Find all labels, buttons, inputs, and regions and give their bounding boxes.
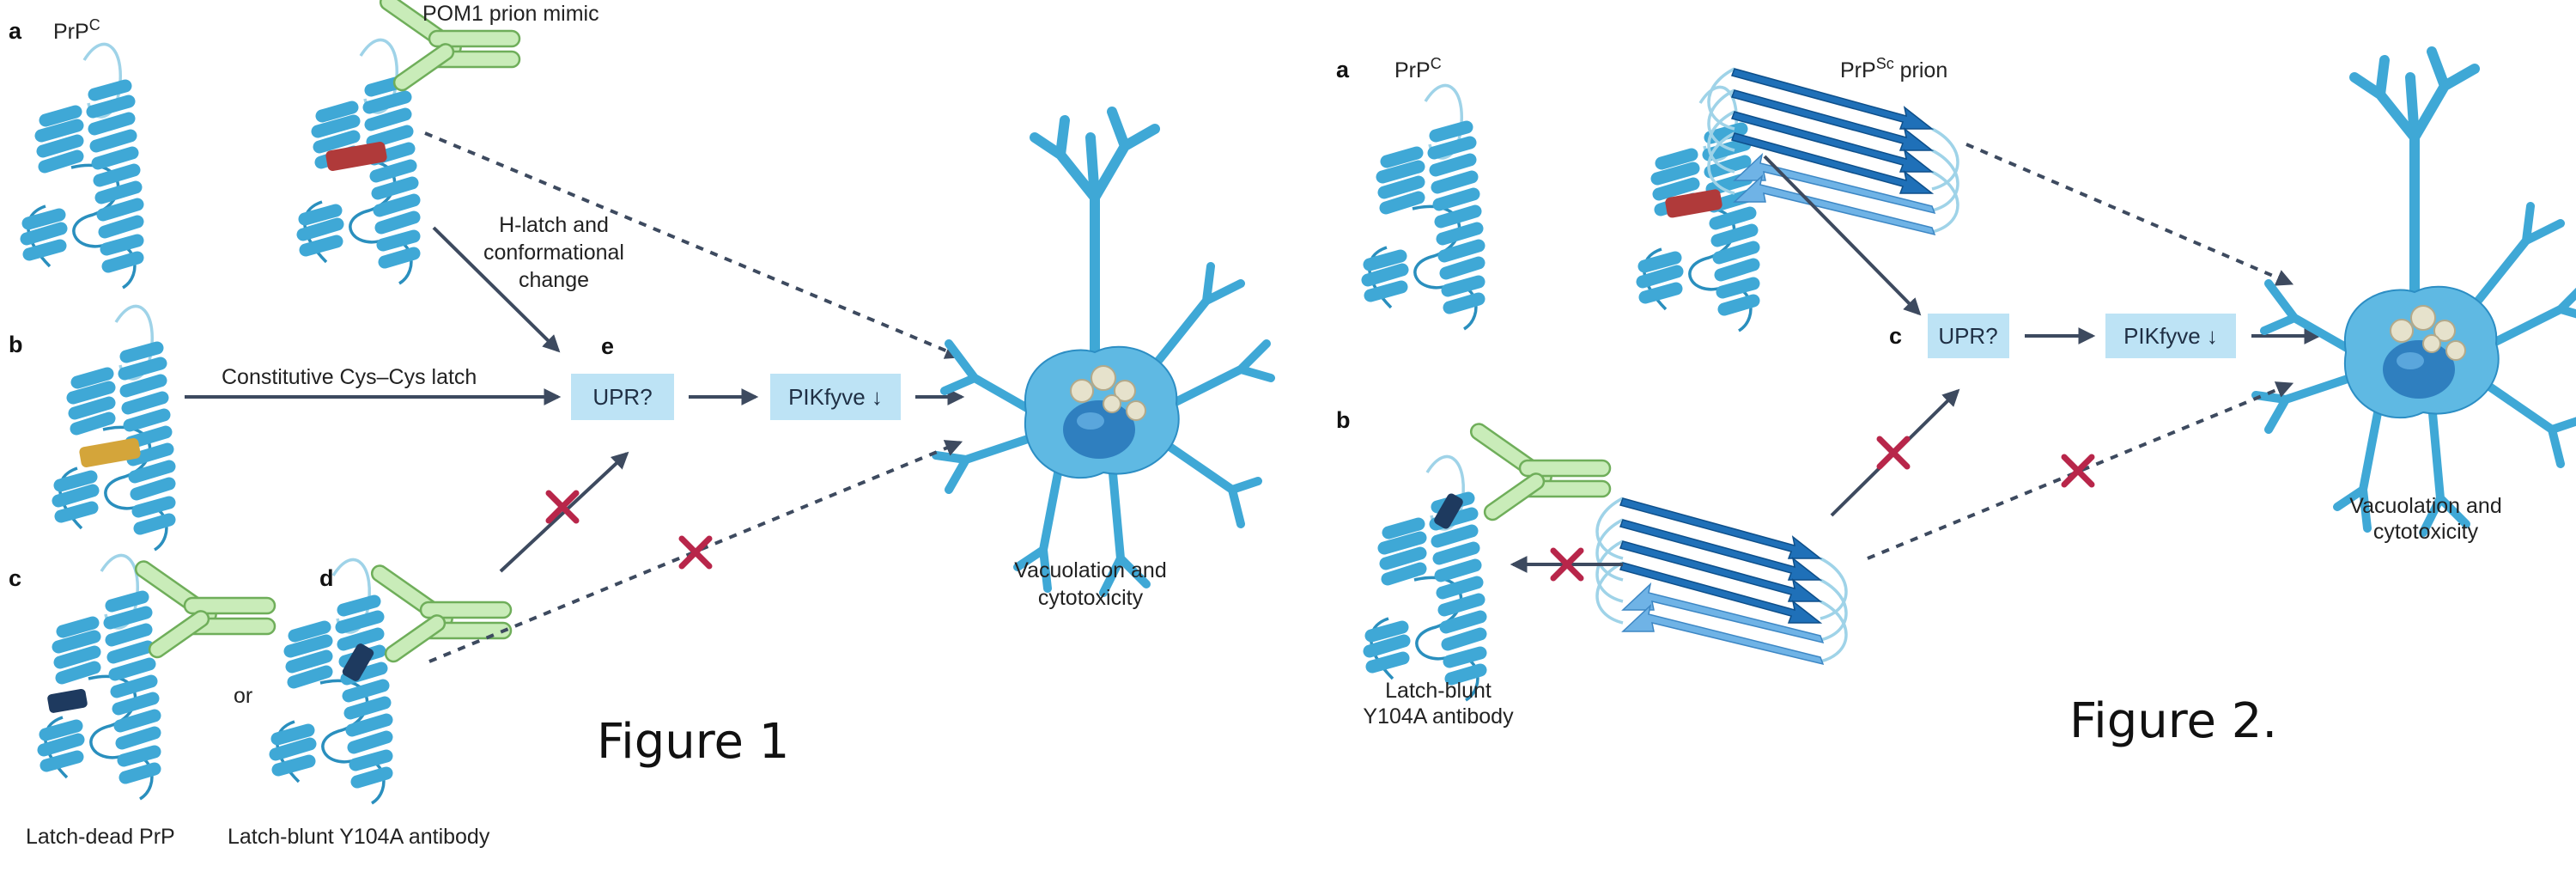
fig1-panel-a-label: a xyxy=(9,18,22,44)
fig1-panel-c-label: c xyxy=(9,565,21,591)
fig1-latch-dead-label: Latch-dead PrP xyxy=(26,825,175,849)
fig2-prpsc-to-upr-arrow xyxy=(1763,155,1922,316)
fig2-pikfyve-label: PIKfyve ↓ xyxy=(2123,323,2218,349)
fig1-cys-latch-structure xyxy=(58,306,169,550)
fig2-outcome-label-1: Vacuolation and xyxy=(2349,494,2501,518)
fig1-pom1-structure xyxy=(303,40,414,283)
fig2-latch-blunt-structure xyxy=(1370,456,1480,700)
fig1-panel-d-label: d xyxy=(319,565,334,591)
fig2-antibody-label-2: Y104A antibody xyxy=(1363,704,1514,729)
fig1-outcome-label-2: cytotoxicity xyxy=(1038,586,1144,610)
fig1-latch-blunt-label: Latch-blunt Y104A antibody xyxy=(228,825,490,849)
fig1-latch-blunt-antibody xyxy=(368,561,513,666)
fig2-upr-label: UPR? xyxy=(1938,323,1997,349)
fig1-prpc-structure xyxy=(27,44,137,288)
fig1-latch-dead-structure xyxy=(44,555,155,799)
fig1-upr-box xyxy=(571,374,674,420)
fig2-block-cross-2 xyxy=(1876,436,1911,470)
fig1-hlatch-label-2: conformational xyxy=(483,241,624,265)
fig2-prpsc-fibril-2 xyxy=(1595,497,1848,666)
fig1-pikfyve-box xyxy=(770,374,901,420)
fig2-panel-b-label: b xyxy=(1336,407,1351,433)
fig1-block-cross-2 xyxy=(678,535,713,570)
fig1-pom1-label: POM1 prion mimic xyxy=(422,2,599,26)
fig2-prpsc-label: PrPSc prion xyxy=(1840,55,1947,82)
fig1-panel-b-label: b xyxy=(9,332,23,357)
fig1-cys-latch-label: Constitutive Cys–Cys latch xyxy=(222,365,477,389)
fig1-upr-label: UPR? xyxy=(592,384,652,410)
fig2-block-cross-3 xyxy=(2061,454,2095,488)
fig2-upr-box xyxy=(1928,314,2009,358)
fig1-title: Figure 1 xyxy=(597,714,789,770)
fig1-or-label: or xyxy=(234,684,252,708)
fig2-pikfyve-box xyxy=(2105,314,2236,358)
fig1-hlatch-arrow xyxy=(432,226,561,353)
fig2-block-cross-1 xyxy=(1550,547,1584,582)
fig1-latch-blunt-structure xyxy=(276,559,386,803)
fig1-neuron xyxy=(936,112,1271,593)
fig2-prpc-label: PrPC xyxy=(1394,55,1442,82)
fig1-blocked-dashed-arrow xyxy=(428,440,963,663)
fig1-prpc-label: PrPC xyxy=(53,16,100,44)
fig1-hlatch-label-3: change xyxy=(519,268,589,292)
fig1-block-cross-1 xyxy=(545,490,580,524)
fig1-hlatch-label-1: H-latch and xyxy=(499,213,609,237)
fig1-pikfyve-label: PIKfyve ↓ xyxy=(788,384,883,410)
fig2-title: Figure 2. xyxy=(2069,693,2277,749)
fig1-latch-dead-antibody xyxy=(131,557,276,661)
fig1-outcome-label-1: Vacuolation and xyxy=(1014,558,1166,582)
fig2-panel-a-label: a xyxy=(1336,57,1350,82)
fig2-prpsc-structure xyxy=(1643,87,1753,331)
fig2-outcome-label-2: cytotoxicity xyxy=(2373,520,2479,544)
fig2-neuron xyxy=(2256,52,2576,533)
fig1-blocked-upr-arrow xyxy=(499,451,629,573)
fig2-latch-blunt-antibody xyxy=(1467,419,1612,524)
fig2-panel-c-label: c xyxy=(1889,323,1902,349)
fig2-prpsc-dashed-arrow xyxy=(1965,143,2294,286)
fig2-antibody-label-1: Latch-blunt xyxy=(1385,679,1492,703)
fig2-prpc-structure xyxy=(1368,85,1479,329)
fig1-panel-e-label: e xyxy=(601,333,614,359)
fig1-pom1-dashed-arrow xyxy=(424,131,963,359)
